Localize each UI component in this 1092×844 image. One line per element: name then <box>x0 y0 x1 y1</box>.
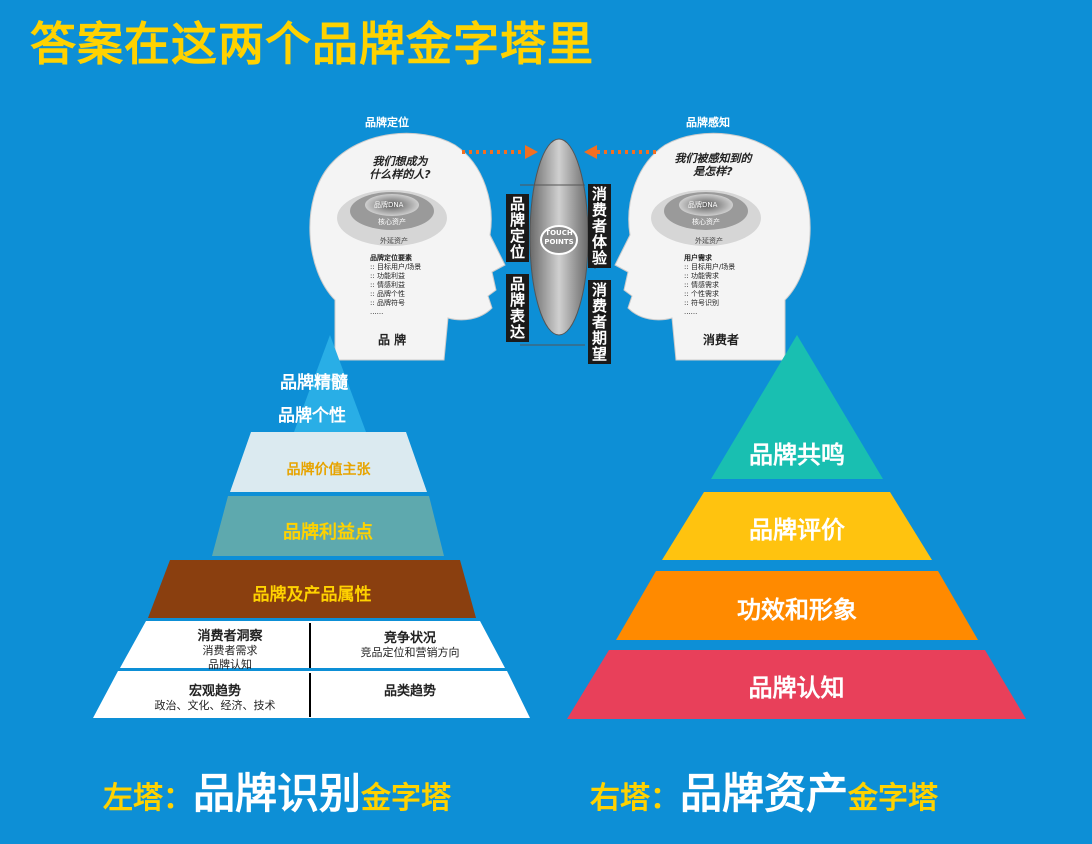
right-head-top-label: 品牌感知 <box>686 116 730 129</box>
right-ring-dna: 品牌DNA <box>688 201 718 209</box>
brand-positioning-vertical: 品牌定位 <box>506 194 529 262</box>
arrow-right-icon <box>525 145 538 159</box>
left-tier-personality: 品牌个性 <box>278 406 346 426</box>
left-pyramid-tier-2 <box>230 432 427 492</box>
left-head-name: 品 牌 <box>378 333 407 347</box>
left-ring-dna: 品牌DNA <box>374 201 404 209</box>
right-ring-outer: 外延资产 <box>695 237 723 245</box>
left-tier-value-proposition: 品牌价值主张 <box>286 462 371 478</box>
right-head-shape <box>614 132 811 361</box>
right-pyramid-tier-2 <box>662 492 932 560</box>
left-tier-attributes: 品牌及产品属性 <box>252 585 372 605</box>
right-pyramid-tier-3 <box>616 571 978 640</box>
right-head-question: 我们被感知到的 是怎样? <box>674 152 752 178</box>
right-tier-performance-imagery: 功效和形象 <box>737 595 857 624</box>
bottom-left-label: 左塔：品牌识别金字塔 <box>103 769 452 818</box>
touchpoints-label: TOUCH POINTS <box>544 229 574 246</box>
left-pyramid-base-lower <box>93 671 530 718</box>
right-head-name: 消费者 <box>703 333 740 347</box>
base-competition: 竞争状况 竞品定位和营销方向 <box>360 631 460 659</box>
arrow-left-icon <box>584 145 597 159</box>
consumer-experience-vertical: 消费者体验 <box>588 184 611 268</box>
right-ring-core: 核心资产 <box>692 218 720 226</box>
right-pyramid-tier-1 <box>711 335 883 479</box>
base-macro-trends: 宏观趋势 政治、文化、经济、技术 <box>154 684 276 712</box>
bottom-right-label: 右塔：品牌资产金字塔 <box>590 769 939 818</box>
left-inner-ring <box>365 194 419 216</box>
left-pyramid-base-upper <box>120 621 505 668</box>
right-tier-resonance: 品牌共鸣 <box>749 440 845 469</box>
left-ring-outer: 外延资产 <box>380 237 408 245</box>
touchpoints-badge <box>540 225 578 255</box>
base-category-trends: 品类趋势 <box>383 684 436 699</box>
left-head-question: 我们想成为 什么样的人? <box>369 155 431 181</box>
right-inner-ring <box>679 194 733 216</box>
left-tier-essence: 品牌精髓 <box>280 373 348 393</box>
left-pyramid-tier-4 <box>148 560 476 618</box>
right-head-list: 用户需求 :: 目标用户/场景 :: 功能需求 :: 情感需求 :: 个性需求 … <box>684 254 736 316</box>
right-tier-judgment: 品牌评价 <box>749 515 845 544</box>
left-pyramid-tier-1 <box>294 335 366 432</box>
left-head-top-label: 品牌定位 <box>365 116 409 129</box>
right-tier-salience: 品牌认知 <box>748 673 845 702</box>
left-ring-core: 核心资产 <box>378 218 406 226</box>
left-tier-benefits: 品牌利益点 <box>283 522 373 543</box>
brand-expression-vertical: 品牌表达 <box>506 274 529 342</box>
left-head-shape <box>309 132 506 361</box>
right-pyramid-tier-4 <box>567 650 1026 719</box>
base-consumer-insight: 消费者洞察 消费者需求 品牌认知 <box>197 629 263 671</box>
left-head-list: 品牌定位要素 :: 目标用户/场景 :: 功能利益 :: 情感利益 :: 品牌个… <box>370 254 422 316</box>
consumer-expectation-vertical: 消费者期望 <box>588 280 611 364</box>
left-pyramid-tier-3 <box>212 496 444 556</box>
page-title: 答案在这两个品牌金字塔里 <box>30 17 594 71</box>
